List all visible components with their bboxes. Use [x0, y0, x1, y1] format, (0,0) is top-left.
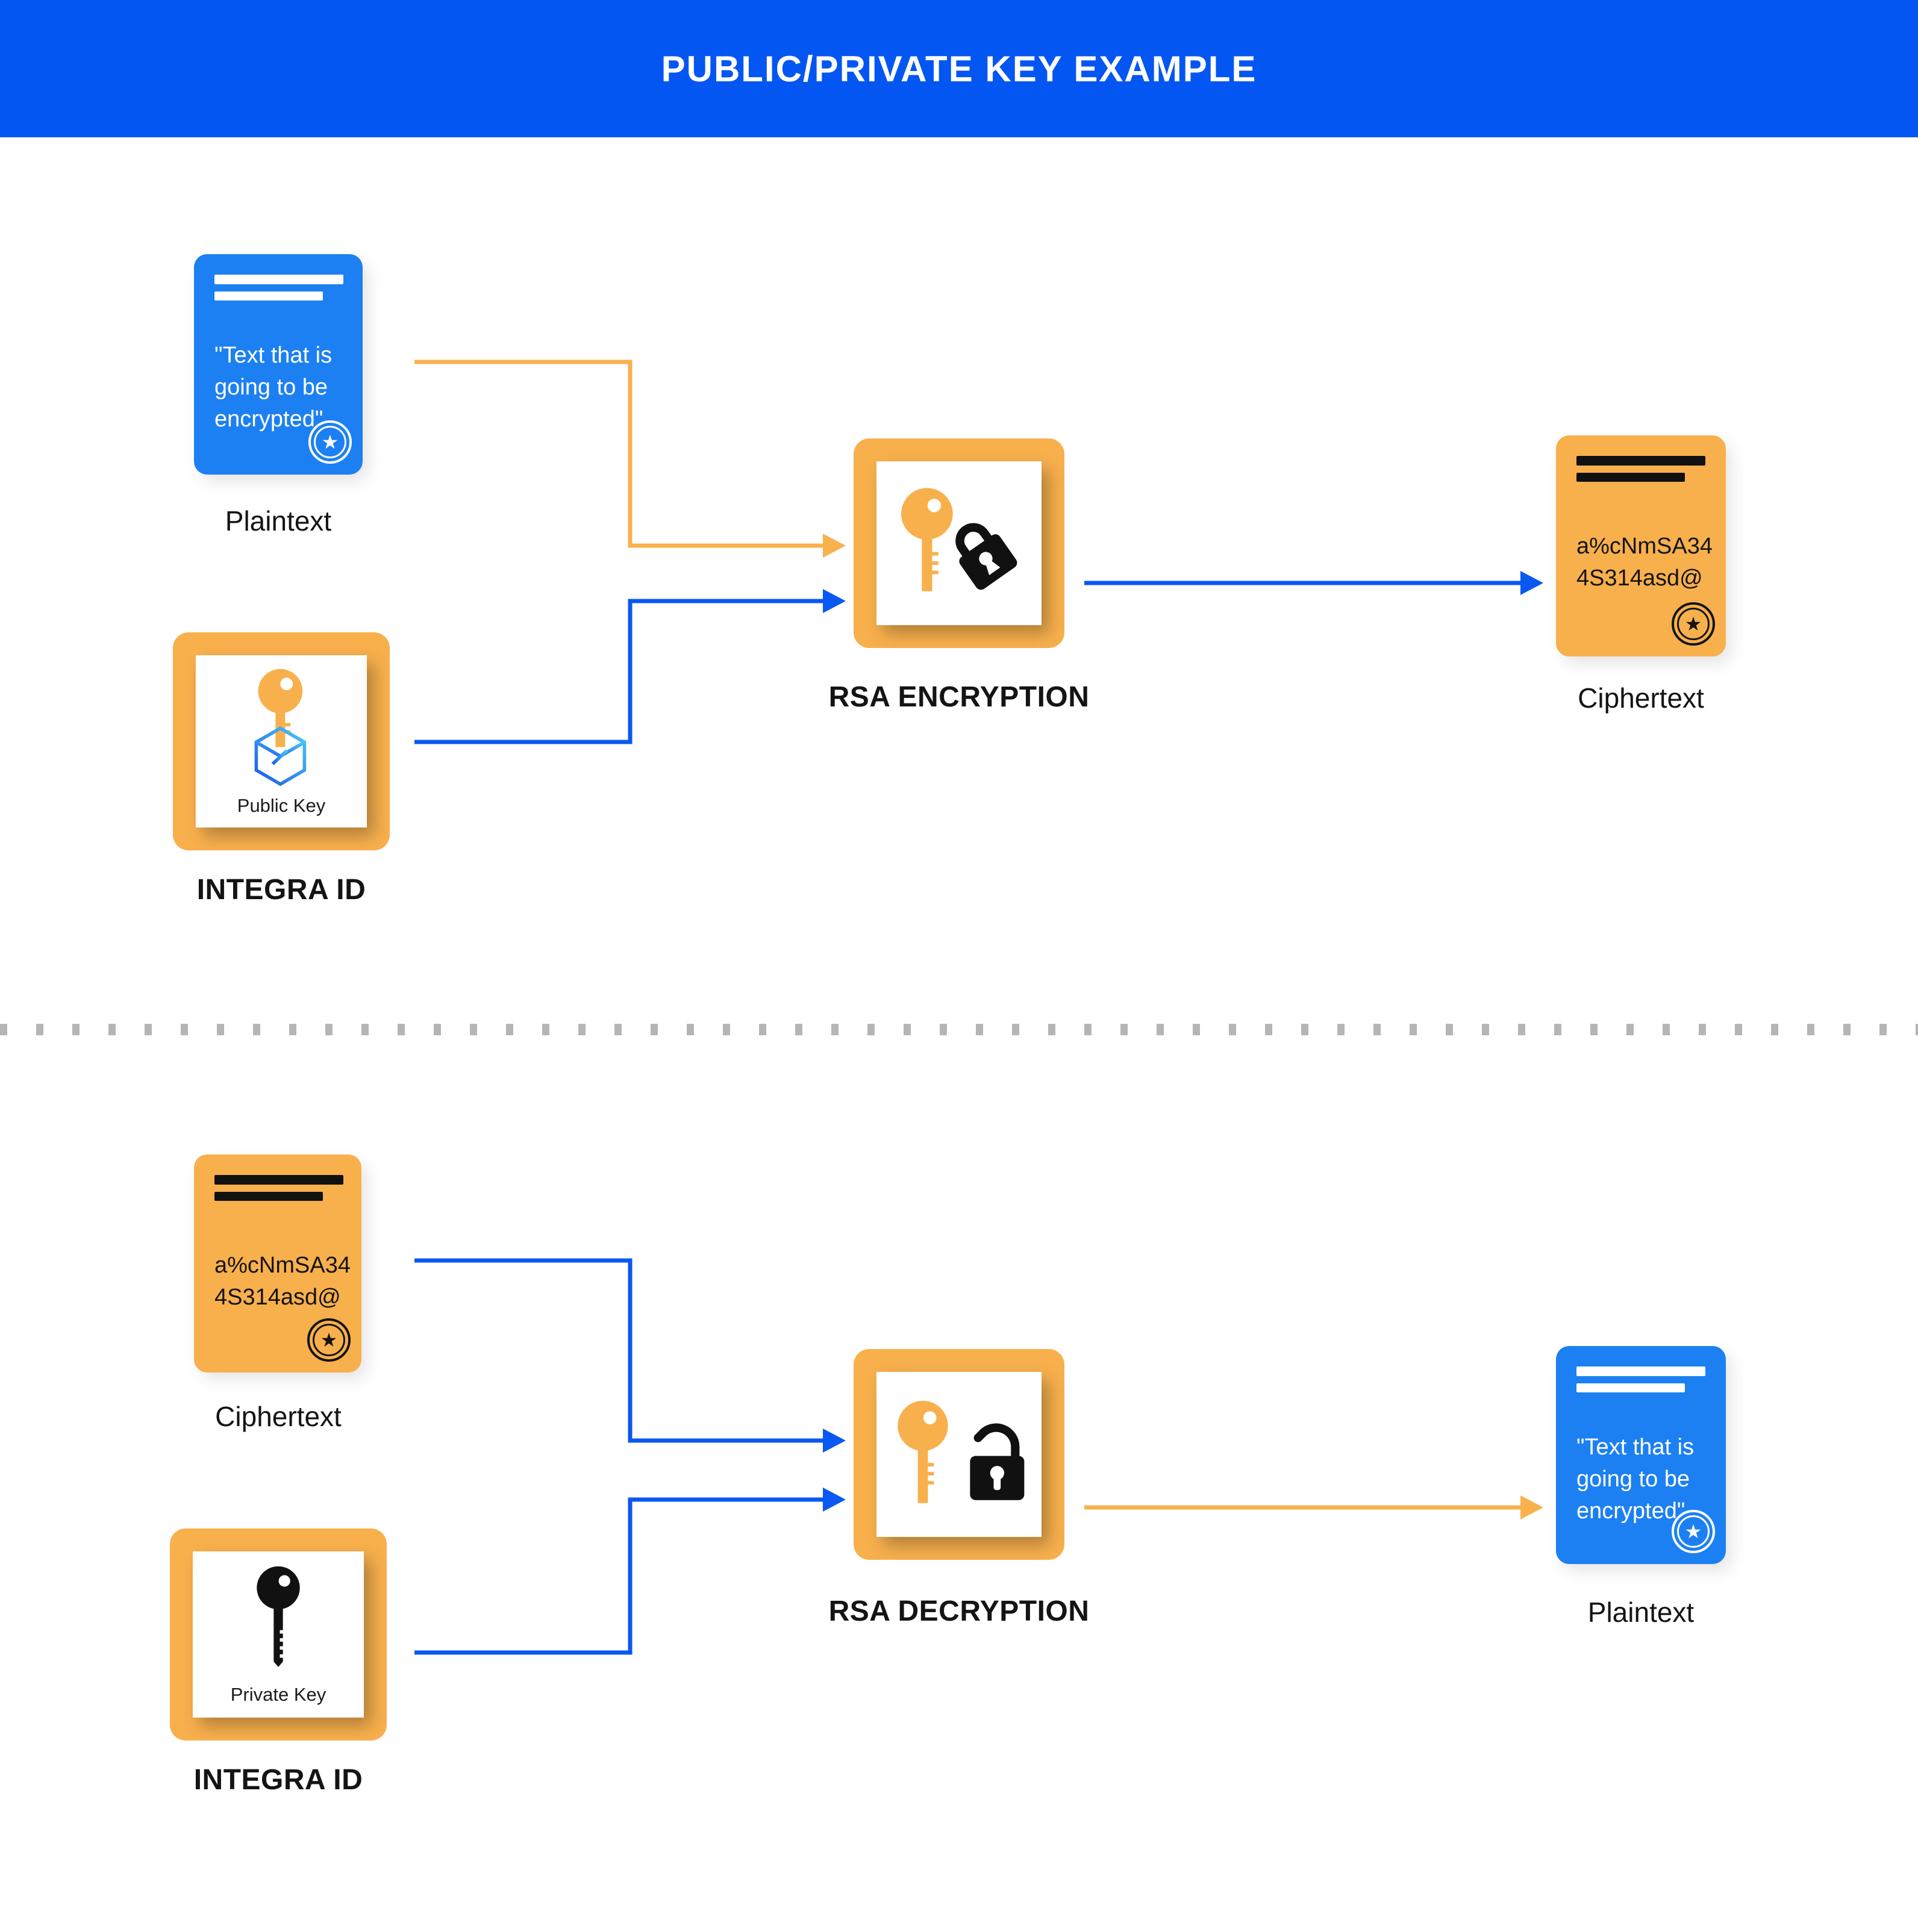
integra-id-public-key-box: Public Key — [173, 632, 390, 850]
document-line-decoration — [1576, 473, 1685, 482]
arrowhead — [823, 1488, 846, 1512]
page-title: PUBLIC/PRIVATE KEY EXAMPLE — [661, 48, 1257, 89]
plaintext-document-card: "Text that is going to be encrypted" ★ — [194, 254, 363, 475]
arrowhead — [823, 534, 846, 558]
star-seal-icon: ★ — [308, 420, 352, 464]
arrow-public-key-to-rsa-encryption — [414, 599, 823, 744]
star-glyph: ★ — [1677, 608, 1710, 640]
plaintext-document-card: "Text that is going to be encrypted" ★ — [1556, 1346, 1726, 1564]
plaintext-body-text: "Text that is going to be encrypted" — [214, 343, 333, 432]
integra-id-label: INTEGRA ID — [193, 1764, 363, 1796]
rsa-encryption-label: RSA ENCRYPTION — [828, 681, 1090, 713]
star-glyph: ★ — [1677, 1515, 1710, 1548]
black-key-icon — [257, 1566, 300, 1667]
document-line-decoration — [214, 275, 343, 284]
plaintext-label: Plaintext — [1587, 1597, 1695, 1628]
integra-id-label: INTEGRA ID — [196, 874, 366, 906]
private-key-caption: Private Key — [230, 1683, 326, 1705]
star-seal-icon: ★ — [1672, 602, 1715, 646]
ciphertext-label: Ciphertext — [215, 1401, 342, 1432]
ciphertext-body-text: a%cNmSA34 4S314asd@ — [1576, 531, 1713, 594]
document-line-decoration — [214, 291, 323, 301]
plaintext-body-text: "Text that is going to be encrypted" — [1576, 1435, 1695, 1524]
document-line-decoration — [1576, 1366, 1705, 1376]
ciphertext-line2: 4S314asd@ — [1576, 566, 1703, 591]
private-key-panel: Private Key — [193, 1551, 364, 1718]
key-with-open-padlock-icon — [898, 1400, 1025, 1503]
orange-key-with-blue-cube-icon — [254, 668, 307, 787]
dotted-divider — [0, 1024, 1918, 1035]
ciphertext-document-card: a%cNmSA34 4S314asd@ ★ — [1556, 435, 1726, 656]
plaintext-label: Plaintext — [225, 505, 332, 537]
public-key-caption: Public Key — [237, 795, 326, 816]
ciphertext-line2: 4S314asd@ — [214, 1285, 341, 1310]
ciphertext-line1: a%cNmSA34 — [1576, 534, 1713, 559]
document-line-decoration — [214, 1192, 323, 1201]
rsa-decryption-box — [854, 1349, 1064, 1560]
arrowhead — [823, 589, 846, 613]
public-key-panel: Public Key — [196, 655, 367, 827]
rsa-encryption-box — [854, 438, 1064, 648]
arrowhead — [1520, 571, 1543, 595]
arrowhead — [1520, 1495, 1543, 1519]
document-line-decoration — [1576, 456, 1705, 466]
ciphertext-label: Ciphertext — [1578, 682, 1704, 714]
arrow-ciphertext-to-rsa-decryption — [414, 1258, 823, 1443]
rsa-decryption-panel — [876, 1372, 1042, 1537]
star-glyph: ★ — [313, 1324, 345, 1356]
document-line-decoration — [1576, 1383, 1685, 1392]
star-seal-icon: ★ — [1672, 1510, 1715, 1553]
ciphertext-line1: a%cNmSA34 — [214, 1253, 351, 1278]
rsa-encryption-panel — [876, 461, 1042, 625]
star-seal-icon: ★ — [307, 1318, 351, 1362]
document-line-decoration — [214, 1175, 343, 1185]
arrow-private-key-to-rsa-decryption — [414, 1497, 823, 1655]
ciphertext-body-text: a%cNmSA34 4S314asd@ — [214, 1250, 351, 1313]
star-glyph: ★ — [314, 426, 346, 458]
arrow-plaintext-to-rsa-encryption — [414, 360, 823, 548]
integra-id-private-key-box: Private Key — [170, 1528, 387, 1740]
rsa-decryption-label: RSA DECRYPTION — [828, 1595, 1090, 1627]
header-bar: PUBLIC/PRIVATE KEY EXAMPLE — [0, 0, 1918, 137]
key-with-closed-padlock-icon — [901, 488, 1017, 591]
ciphertext-document-card: a%cNmSA34 4S314asd@ ★ — [194, 1155, 361, 1373]
arrowhead — [823, 1429, 846, 1453]
